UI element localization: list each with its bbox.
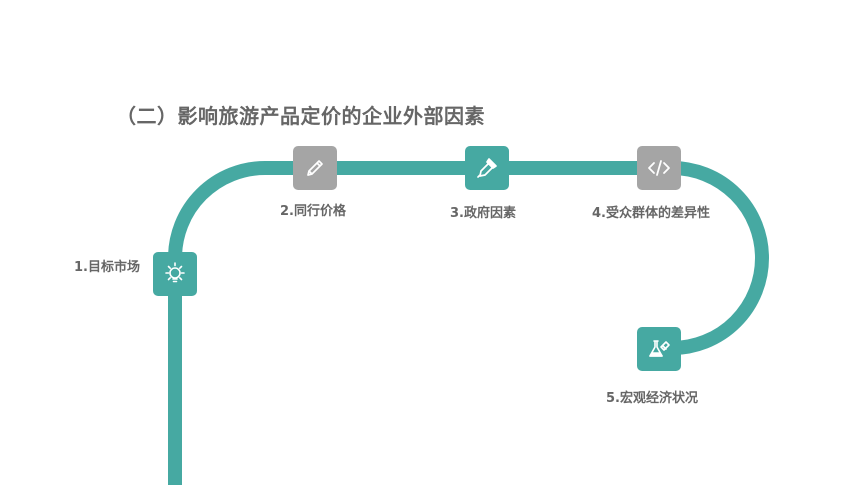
step-3-node[interactable] — [465, 146, 509, 190]
step-2-label: 2.同行价格 — [280, 204, 346, 219]
step-4-label: 4.受众群体的差异性 — [592, 206, 710, 221]
step-2-node[interactable] — [293, 146, 337, 190]
page-title: （二）影响旅游产品定价的企业外部因素 — [116, 104, 485, 128]
step-1-node[interactable] — [153, 252, 197, 296]
code-icon — [648, 160, 670, 176]
pencil-icon — [307, 160, 323, 176]
step-1-label: 1.目标市场 — [74, 260, 140, 275]
dropper-icon — [477, 158, 497, 178]
lightbulb-icon — [165, 262, 185, 283]
step-4-node[interactable] — [637, 146, 681, 190]
step-5-node[interactable] — [637, 327, 681, 371]
step-3-label: 3.政府因素 — [450, 206, 516, 221]
flask-icon — [649, 340, 670, 357]
step-5-label: 5.宏观经济状况 — [606, 391, 698, 406]
